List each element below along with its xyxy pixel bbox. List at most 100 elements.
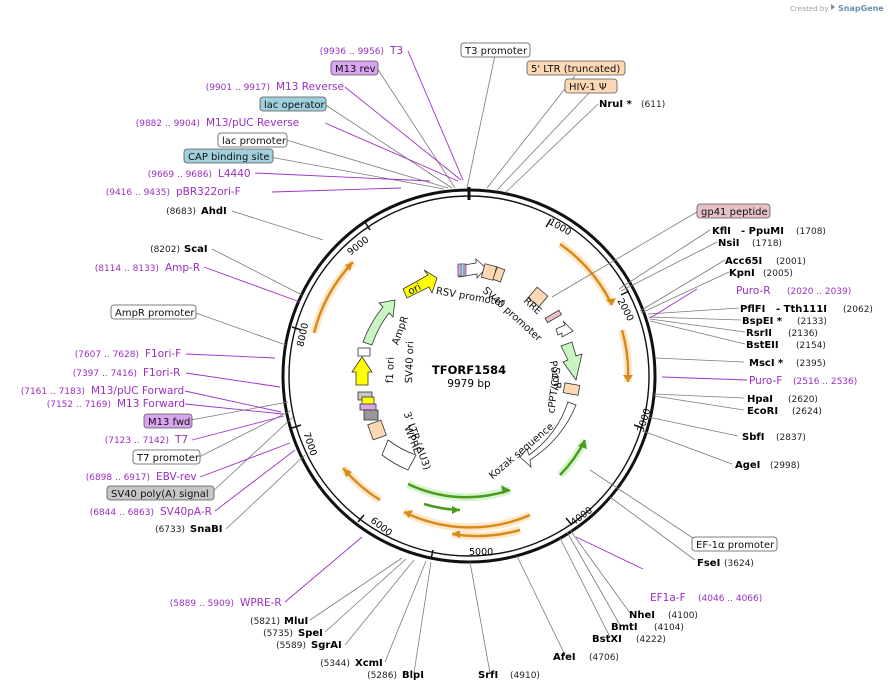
tick-3000 <box>633 424 644 429</box>
box-ltr5[interactable] <box>526 60 626 76</box>
primer-name[interactable]: EBV-rev <box>156 471 197 483</box>
tick-4000 <box>565 517 573 526</box>
arc-gag-head <box>623 375 633 382</box>
cppt-box <box>562 382 581 396</box>
site-name[interactable]: BspEI * <box>742 316 783 327</box>
arc-mid <box>403 510 531 529</box>
primer-name[interactable]: pBR322ori-F <box>176 186 241 198</box>
primer-range: (7607 .. 7628) <box>75 350 139 360</box>
site-name[interactable]: BstXI <box>592 634 622 645</box>
primer-name[interactable]: SV40pA-R <box>160 506 212 518</box>
box-m13-rev[interactable] <box>330 60 379 76</box>
site-name[interactable]: AfeI <box>553 652 576 663</box>
box-sv40-polya[interactable] <box>106 485 215 501</box>
site-pos: (2624) <box>792 407 822 417</box>
box-t7-promoter[interactable] <box>132 449 201 465</box>
site-name[interactable]: MscI * <box>749 358 784 369</box>
primer-name[interactable]: M13/pUC Forward <box>91 385 184 397</box>
site-name[interactable]: XcmI <box>355 658 383 669</box>
primer-name[interactable]: Puro-F <box>749 375 782 387</box>
credit-brand: SnapGene <box>838 4 884 13</box>
site-name[interactable]: NheI <box>629 610 655 621</box>
primer-name[interactable]: WPRE-R <box>240 597 282 609</box>
site-name[interactable]: SnaBI <box>190 524 222 535</box>
lead-sbfi <box>647 416 739 437</box>
primer-name[interactable]: M13 Forward <box>117 398 185 410</box>
lead-nhei <box>569 529 631 614</box>
primer-range: (7152 .. 7169) <box>47 400 111 410</box>
site-pos: (1708) <box>796 227 826 237</box>
site-name[interactable]: - PpuMI <box>741 226 784 237</box>
box-ampr-promoter[interactable] <box>110 304 197 320</box>
primer-name[interactable]: T7 <box>174 434 188 446</box>
primer-name[interactable]: T3 <box>389 45 403 57</box>
primer-name[interactable]: L4440 <box>218 168 251 180</box>
site-name[interactable]: - Tth111I <box>776 304 827 315</box>
site-name[interactable]: BstEII <box>746 340 779 351</box>
plead-ebv <box>199 442 291 478</box>
site-name[interactable]: SbfI <box>742 432 764 443</box>
primer-name[interactable]: M13/pUC Reverse <box>206 117 299 129</box>
primer-name[interactable]: Puro-R <box>736 285 771 297</box>
site-name[interactable]: NsiI <box>718 238 739 249</box>
primer-name[interactable]: EF1a-F <box>650 592 686 604</box>
site-name[interactable]: RsrII <box>746 328 772 339</box>
tick-1000 <box>545 218 552 228</box>
lead-cap <box>269 156 445 190</box>
box-t3-promoter[interactable] <box>460 42 531 58</box>
lead-ltr5 <box>486 75 576 189</box>
site-name[interactable]: HpaI <box>747 394 773 405</box>
box-label-sv40-polya: SV40 poly(A) signal <box>111 489 209 500</box>
site-name[interactable]: Acc65I <box>725 256 762 267</box>
rre-box <box>527 286 549 308</box>
tick-label-9000: 9000 <box>346 234 372 258</box>
site-name[interactable]: KpnI <box>729 268 755 279</box>
arc-green1 <box>407 482 511 499</box>
box-label-m13-fwd: M13 fwd <box>148 417 190 428</box>
site-name[interactable]: NruI * <box>599 99 633 110</box>
site-name[interactable]: KflI <box>712 226 731 237</box>
box-ef1a-promoter[interactable] <box>691 536 778 552</box>
feature-arcs <box>310 240 633 540</box>
site-name[interactable]: FseI <box>697 558 720 569</box>
leader-lines <box>190 54 746 674</box>
site-pos: (2620) <box>788 395 818 405</box>
arc-puro-head <box>578 440 587 449</box>
ef1a-promoter-arrow <box>519 401 577 469</box>
snapgene-logo-icon <box>831 4 835 10</box>
left-sites: (8683) AhdI (8202) ScaI (6733) SnaBI (58… <box>150 206 424 681</box>
lead-ahdi <box>231 210 324 241</box>
box-lac-promoter[interactable] <box>217 132 288 148</box>
site-name[interactable]: BlpI <box>402 670 424 681</box>
primer-name[interactable]: F1ori-R <box>143 367 180 379</box>
lac-box <box>460 263 465 277</box>
box-label-gp41: gp41 peptide <box>701 207 768 218</box>
primer-range: (7123 .. 7142) <box>105 436 169 446</box>
site-name[interactable]: SrfI <box>478 670 498 681</box>
site-name[interactable]: EcoRI <box>747 406 778 417</box>
inner-features <box>351 258 583 471</box>
site-name[interactable]: SpeI <box>298 628 323 639</box>
site-name[interactable]: AhdI <box>201 206 227 217</box>
primer-name[interactable]: M13 Reverse <box>276 81 344 93</box>
tick-5000 <box>430 549 434 560</box>
site-name[interactable]: SgrAI <box>311 640 342 651</box>
site-name[interactable]: MluI <box>284 616 308 627</box>
box-label-lac-operator: lac operator <box>264 100 325 111</box>
site-name[interactable]: BmtI <box>611 622 638 633</box>
primer-name[interactable]: F1ori-F <box>145 348 181 360</box>
box-m13-fwd[interactable] <box>143 413 193 429</box>
box-gp41[interactable] <box>696 203 771 219</box>
primer-name[interactable]: Amp-R <box>165 262 200 274</box>
primer-range: (9416 .. 9435) <box>106 188 170 198</box>
plead-puro-f <box>661 376 748 381</box>
box-lac-operator[interactable] <box>259 96 327 112</box>
site-pos: (4104) <box>654 623 684 633</box>
box-cap-binding-site[interactable] <box>183 148 274 164</box>
site-name[interactable]: AgeI <box>735 460 760 471</box>
site-name[interactable]: ScaI <box>184 244 208 255</box>
box-label-ltr5: 5' LTR (truncated) <box>531 64 620 75</box>
site-name[interactable]: PflFI <box>740 304 765 315</box>
box-hiv-psi[interactable] <box>564 78 618 94</box>
